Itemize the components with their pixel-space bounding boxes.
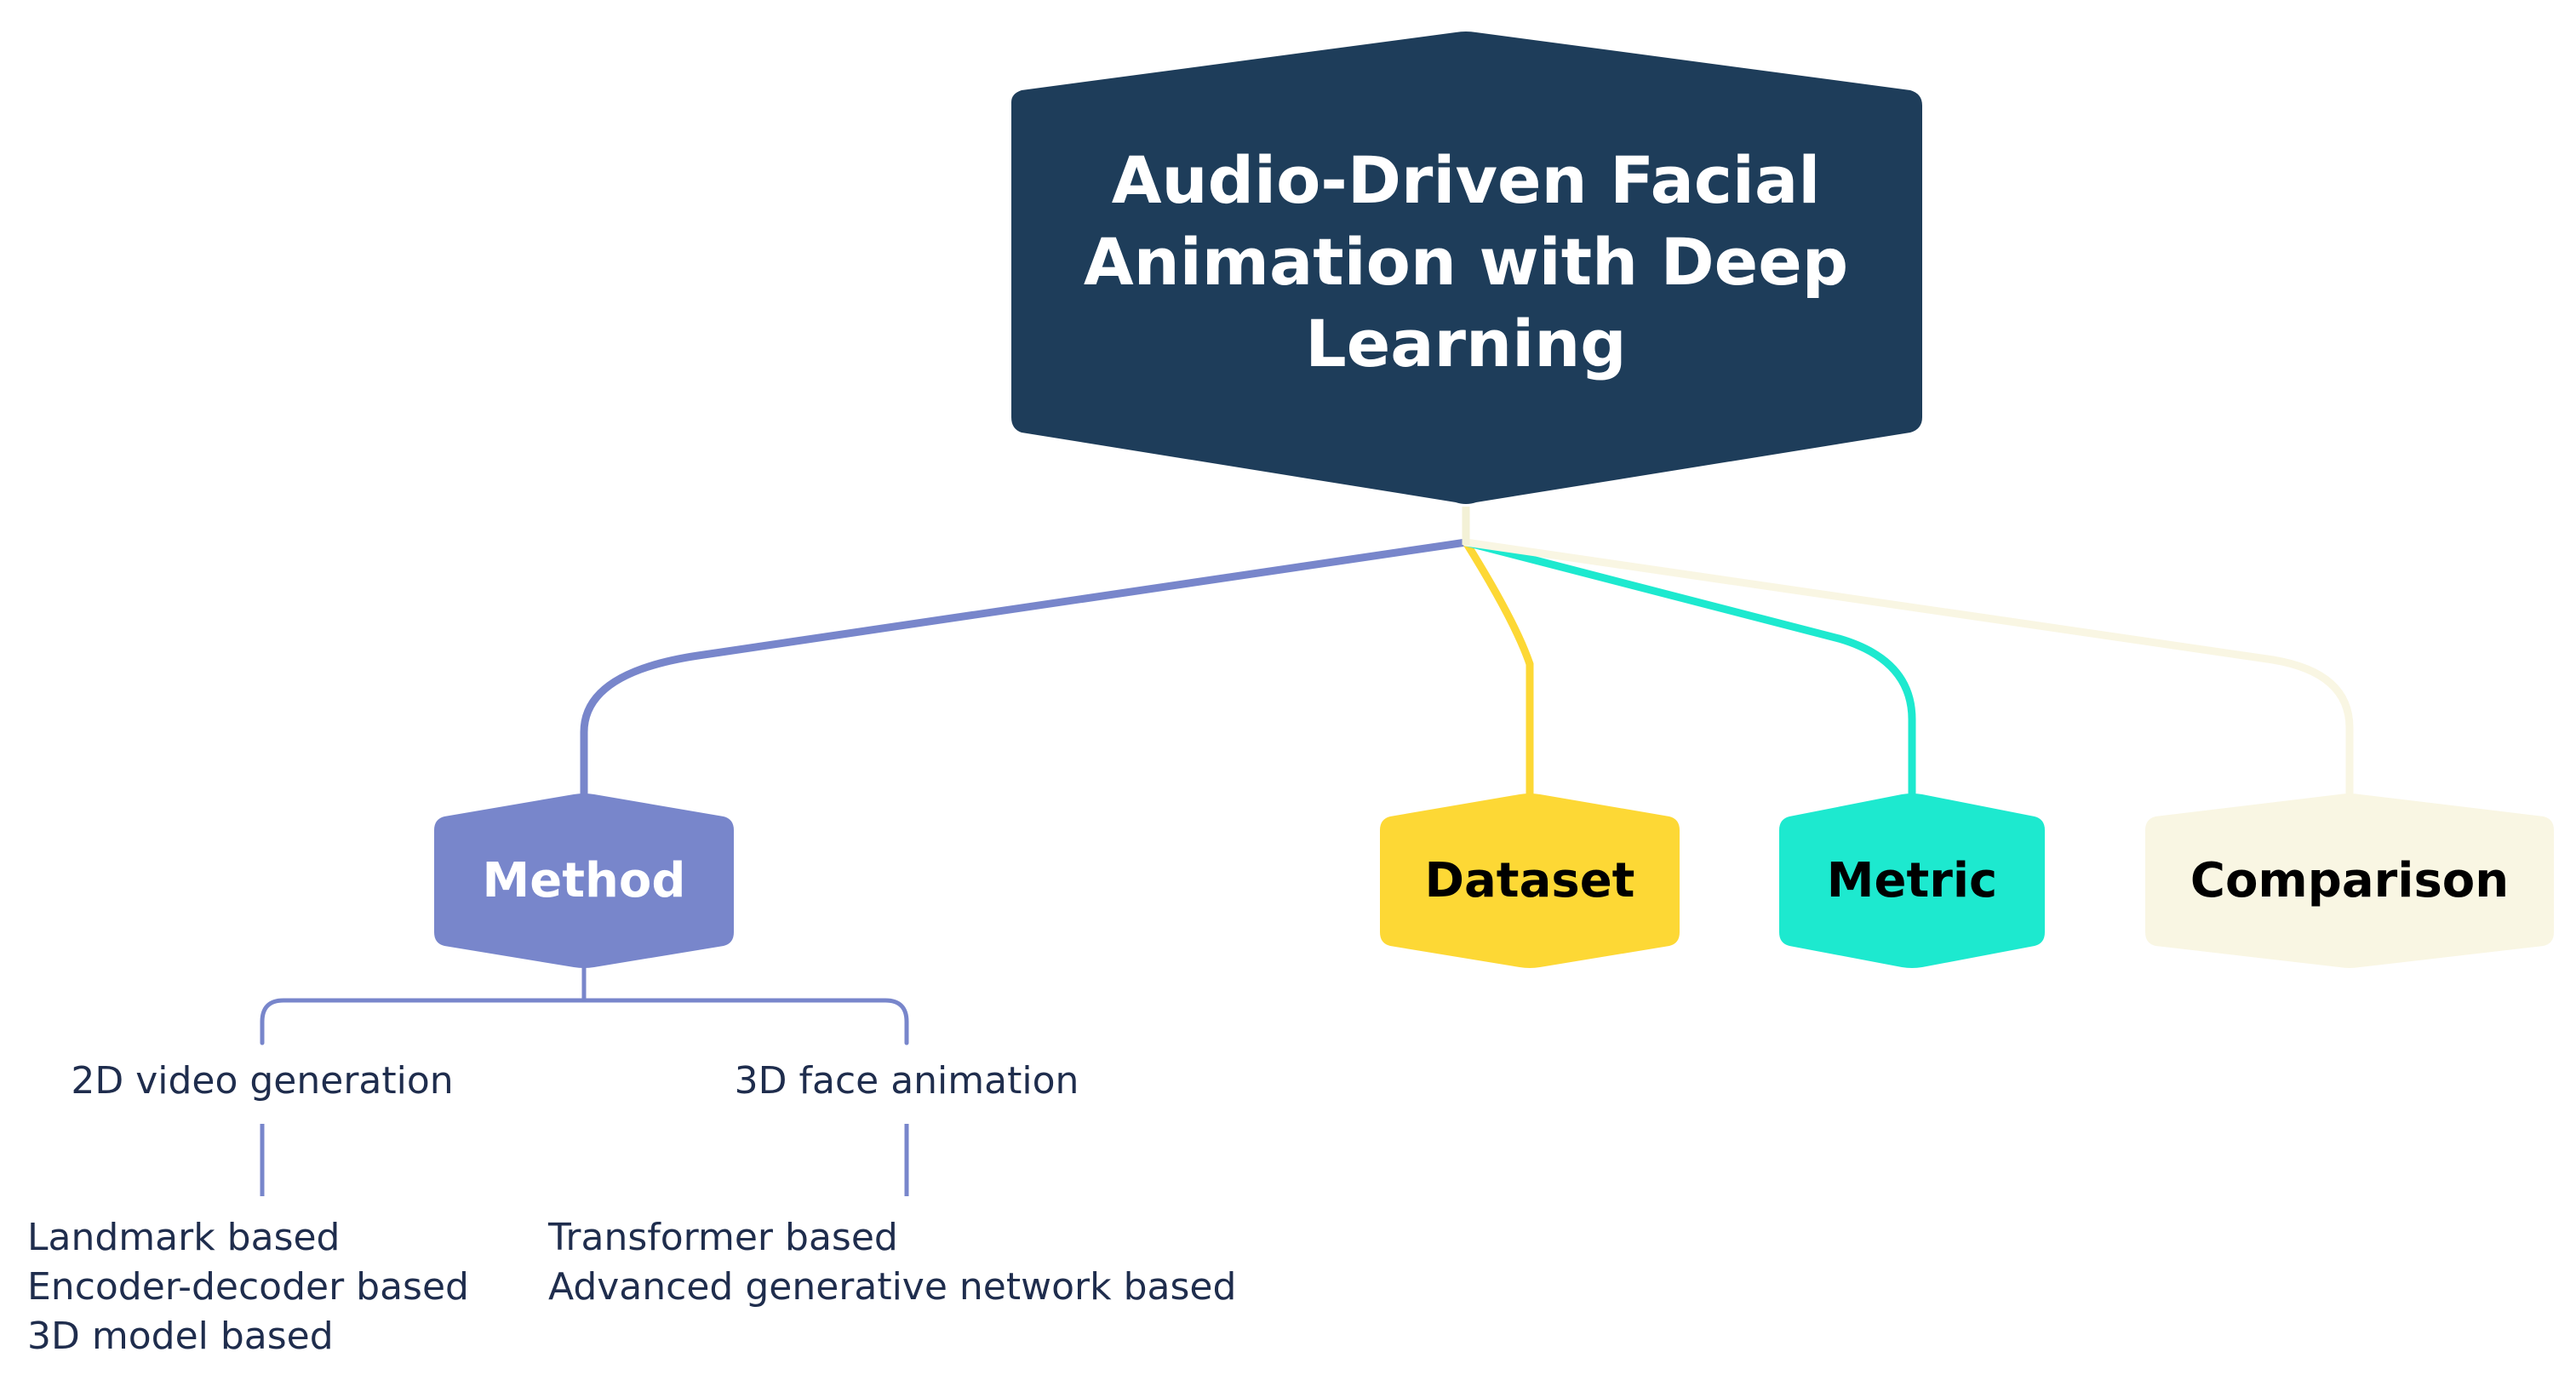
root-node[interactable]: Audio-Driven Facial Animation with Deep … <box>1011 32 1922 504</box>
root-node-shape <box>1011 32 1922 504</box>
branch-comparison-label: Comparison <box>2190 853 2509 908</box>
root-title-line-3: Learning <box>1305 306 1626 381</box>
branch-comparison[interactable]: Comparison <box>2145 793 2554 968</box>
connector-root-comparison <box>1462 538 2354 800</box>
list-item-2d-3d-model[interactable]: 3D model based <box>27 1315 334 1358</box>
method-child-2d-label[interactable]: 2D video generation <box>71 1059 453 1103</box>
branch-metric-shape <box>1779 793 2045 968</box>
method-child-3d-label[interactable]: 3D face animation <box>735 1059 1079 1103</box>
branch-dataset-label: Dataset <box>1425 853 1635 908</box>
branch-method-shape <box>434 793 734 968</box>
connector-method-children <box>260 960 909 1046</box>
root-title-line-2: Animation with Deep <box>1084 224 1848 300</box>
connector-root-dataset <box>1462 538 1534 800</box>
branch-dataset[interactable]: Dataset <box>1380 793 1680 968</box>
list-item-2d-landmark[interactable]: Landmark based <box>27 1216 341 1259</box>
connector-root-metric <box>1462 538 1916 800</box>
root-title-line-1: Audio-Driven Facial <box>1112 142 1821 218</box>
branch-dataset-shape <box>1380 793 1680 968</box>
branch-metric-label: Metric <box>1827 853 1997 908</box>
branch-metric[interactable]: Metric <box>1779 793 2045 968</box>
list-item-3d-generative[interactable]: Advanced generative network based <box>548 1265 1236 1309</box>
branch-method-label: Method <box>483 853 686 908</box>
branch-comparison-shape <box>2145 793 2554 968</box>
connector-root-method <box>580 538 1470 800</box>
list-item-3d-transformer[interactable]: Transformer based <box>547 1216 898 1259</box>
list-item-2d-encoder-decoder[interactable]: Encoder-decoder based <box>27 1265 469 1309</box>
branch-method[interactable]: Method <box>434 793 734 968</box>
